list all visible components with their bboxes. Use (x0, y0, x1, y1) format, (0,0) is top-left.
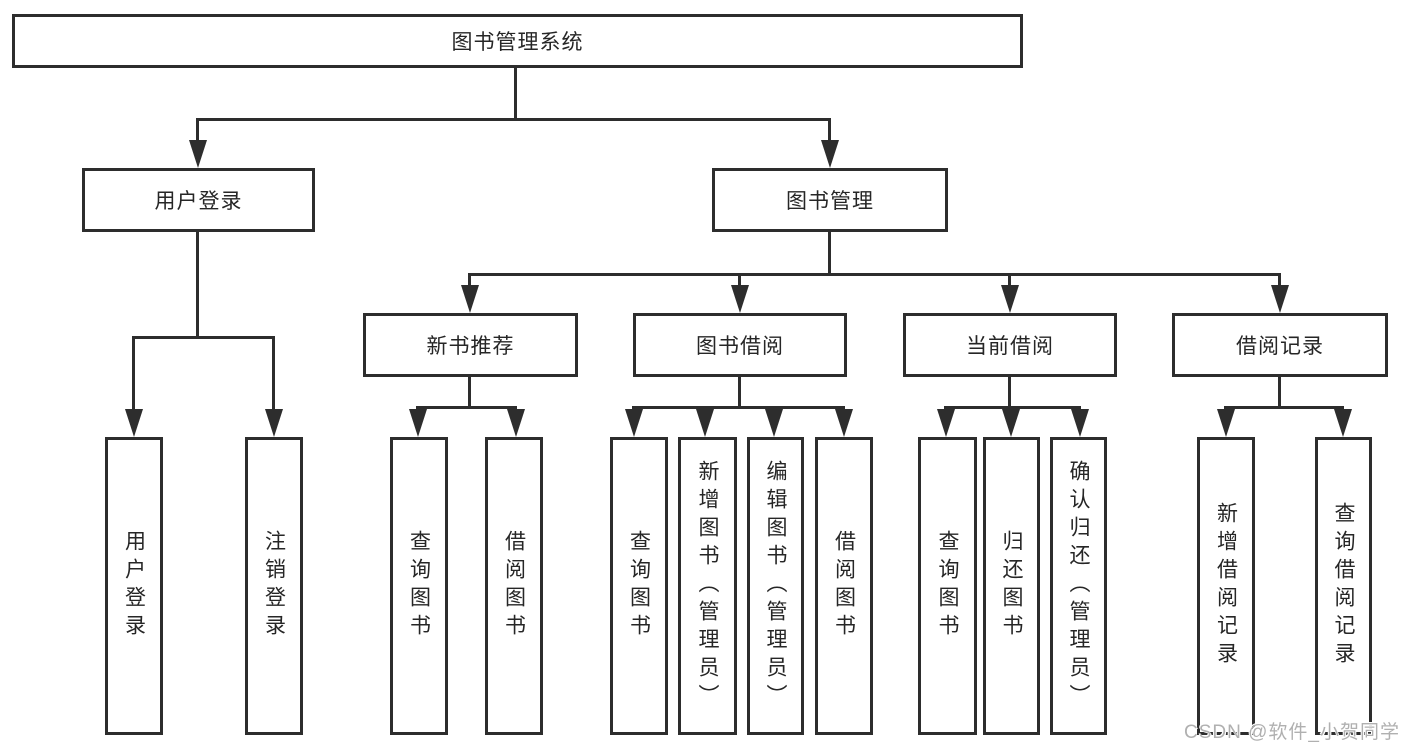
leaf-add-borrow-record: 新增借阅记录 (1197, 437, 1255, 735)
connector-line (828, 118, 831, 145)
leaf-add-books-admin: 新增图书（管理员） (678, 437, 737, 735)
csdn-watermark: CSDN @软件_小贺同学 (1184, 722, 1400, 743)
connector-line (132, 336, 275, 339)
leaf-label: 查询借阅记录 (1332, 502, 1355, 670)
connector-line (1278, 273, 1281, 288)
connector-line (272, 336, 275, 412)
leaf-label: 注销登录 (262, 530, 286, 642)
connector-line (196, 118, 199, 145)
leaf-return-books: 归还图书 (983, 437, 1040, 735)
arrowhead-icon (1001, 285, 1019, 313)
arrowhead-icon (1071, 409, 1089, 437)
connector-line (132, 336, 135, 412)
node-label: 图书管理系统 (451, 31, 584, 54)
node-book-management: 图书管理 (712, 168, 948, 232)
arrowhead-icon (1002, 409, 1020, 437)
node-user-login: 用户登录 (82, 168, 315, 232)
leaf-query-books: 查询图书 (918, 437, 977, 735)
node-label: 新书推荐 (426, 335, 515, 358)
connector-line (416, 406, 517, 409)
connector-line (468, 273, 471, 288)
leaf-logout: 注销登录 (245, 437, 303, 735)
leaf-label: 借阅图书 (832, 530, 856, 642)
node-current-borrow: 当前借阅 (903, 313, 1117, 377)
leaf-borrow-books: 借阅图书 (815, 437, 873, 735)
connector-line (828, 232, 831, 276)
connector-line (1224, 406, 1344, 409)
leaf-label: 确认归还（管理员） (1067, 460, 1090, 712)
leaf-label: 借阅图书 (502, 530, 526, 642)
leaf-label: 新增借阅记录 (1214, 502, 1238, 670)
arrowhead-icon (125, 409, 143, 437)
connector-line (468, 377, 471, 409)
arrowhead-icon (765, 409, 783, 437)
connector-line (468, 273, 1281, 276)
node-borrow-records: 借阅记录 (1172, 313, 1388, 377)
node-label: 借阅记录 (1236, 335, 1324, 358)
node-label: 图书借阅 (696, 335, 784, 358)
leaf-label: 新增图书（管理员） (696, 460, 719, 712)
leaf-query-borrow-record: 查询借阅记录 (1315, 437, 1372, 735)
node-label: 用户登录 (154, 190, 243, 213)
arrowhead-icon (409, 409, 427, 437)
connector-line (196, 232, 199, 339)
leaf-edit-books-admin: 编辑图书（管理员） (747, 437, 804, 735)
connector-line (944, 406, 1081, 409)
connector-line (1278, 377, 1281, 409)
arrowhead-icon (937, 409, 955, 437)
leaf-label: 用户登录 (122, 530, 146, 642)
leaf-query-books: 查询图书 (610, 437, 668, 735)
arrowhead-icon (1334, 409, 1352, 437)
leaf-borrow-books: 借阅图书 (485, 437, 543, 735)
connector-line (632, 406, 845, 409)
leaf-label: 查询图书 (936, 530, 959, 642)
arrowhead-icon (265, 409, 283, 437)
connector-line (738, 273, 741, 288)
arrowhead-icon (1271, 285, 1289, 313)
arrowhead-icon (696, 409, 714, 437)
arrowhead-icon (1217, 409, 1235, 437)
leaf-query-books: 查询图书 (390, 437, 448, 735)
node-label: 图书管理 (786, 190, 874, 213)
leaf-label: 查询图书 (627, 530, 651, 642)
arrowhead-icon (625, 409, 643, 437)
connector-line (1008, 377, 1011, 409)
leaf-confirm-return-admin: 确认归还（管理员） (1050, 437, 1107, 735)
leaf-user-login: 用户登录 (105, 437, 163, 735)
connector-line (514, 68, 517, 118)
leaf-label: 归还图书 (1000, 530, 1023, 642)
connector-line (196, 118, 831, 121)
arrowhead-icon (835, 409, 853, 437)
leaf-label: 编辑图书（管理员） (764, 460, 787, 712)
arrowhead-icon (731, 285, 749, 313)
arrowhead-icon (507, 409, 525, 437)
arrowhead-icon (821, 140, 839, 168)
connector-line (738, 377, 741, 409)
leaf-label: 查询图书 (407, 530, 431, 642)
node-book-borrow: 图书借阅 (633, 313, 847, 377)
node-new-book-recommend: 新书推荐 (363, 313, 578, 377)
arrowhead-icon (189, 140, 207, 168)
connector-line (1008, 273, 1011, 288)
node-root-library-management-system: 图书管理系统 (12, 14, 1023, 68)
node-label: 当前借阅 (966, 335, 1054, 358)
arrowhead-icon (461, 285, 479, 313)
